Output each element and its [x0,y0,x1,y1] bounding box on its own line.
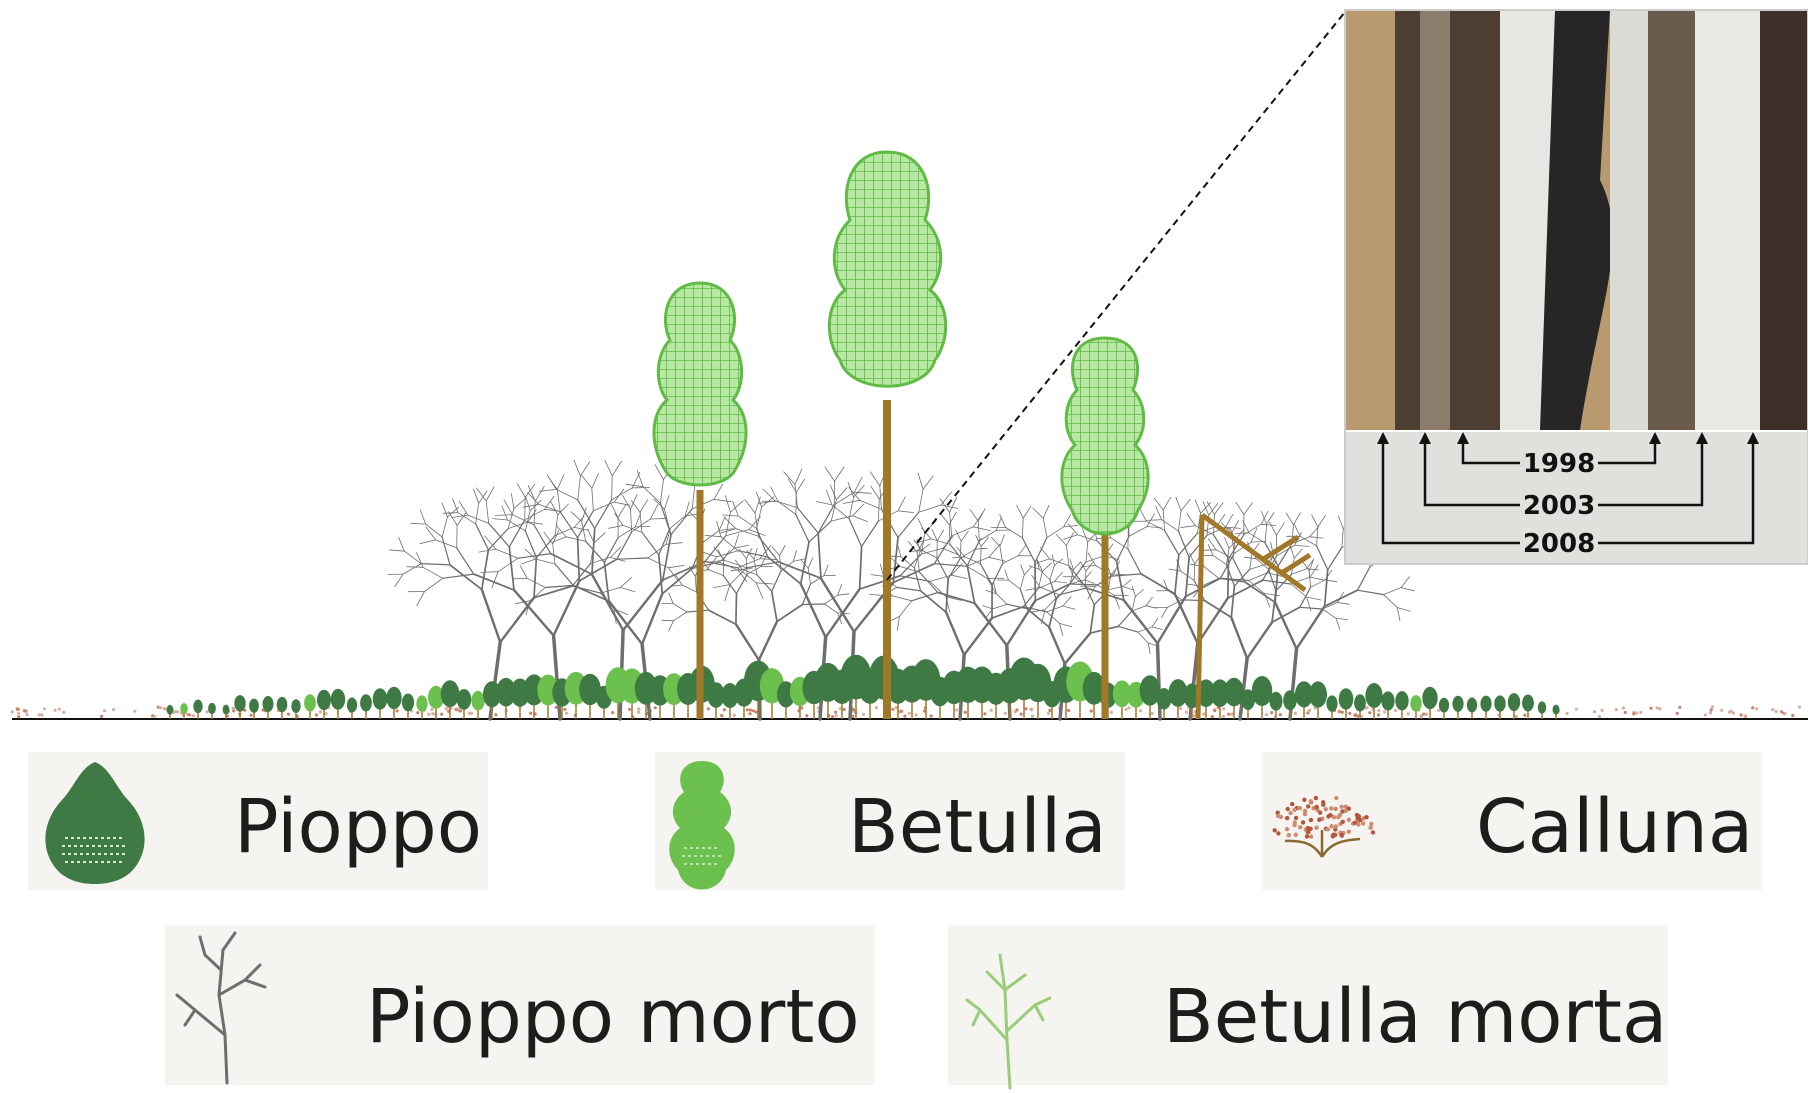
birch-tree-center [829,152,945,719]
poplar-saplings [167,655,1560,719]
birch-icon [662,758,742,900]
birch-tree-right [1062,338,1148,719]
dead-poplar-icon [165,925,285,1085]
poplar-icon [40,758,150,886]
year-label-2008: 2008 [1523,529,1595,559]
legend-label-betulla: Betulla [848,790,1107,864]
legend-label-pioppo-morto: Pioppo morto [366,980,860,1054]
year-label-1998: 1998 [1523,449,1595,479]
inset-bark-photo: 1998 2003 2008 [1345,10,1808,564]
legend-label-betulla-morta: Betulla morta [1163,980,1667,1054]
birch-tree-left [654,283,746,719]
dead-birch-icon [955,950,1065,1090]
legend-label-calluna: Calluna [1476,790,1753,864]
calluna-icon [1265,785,1380,860]
legend-label-pioppo: Pioppo [234,790,482,864]
year-label-2003: 2003 [1523,491,1595,521]
